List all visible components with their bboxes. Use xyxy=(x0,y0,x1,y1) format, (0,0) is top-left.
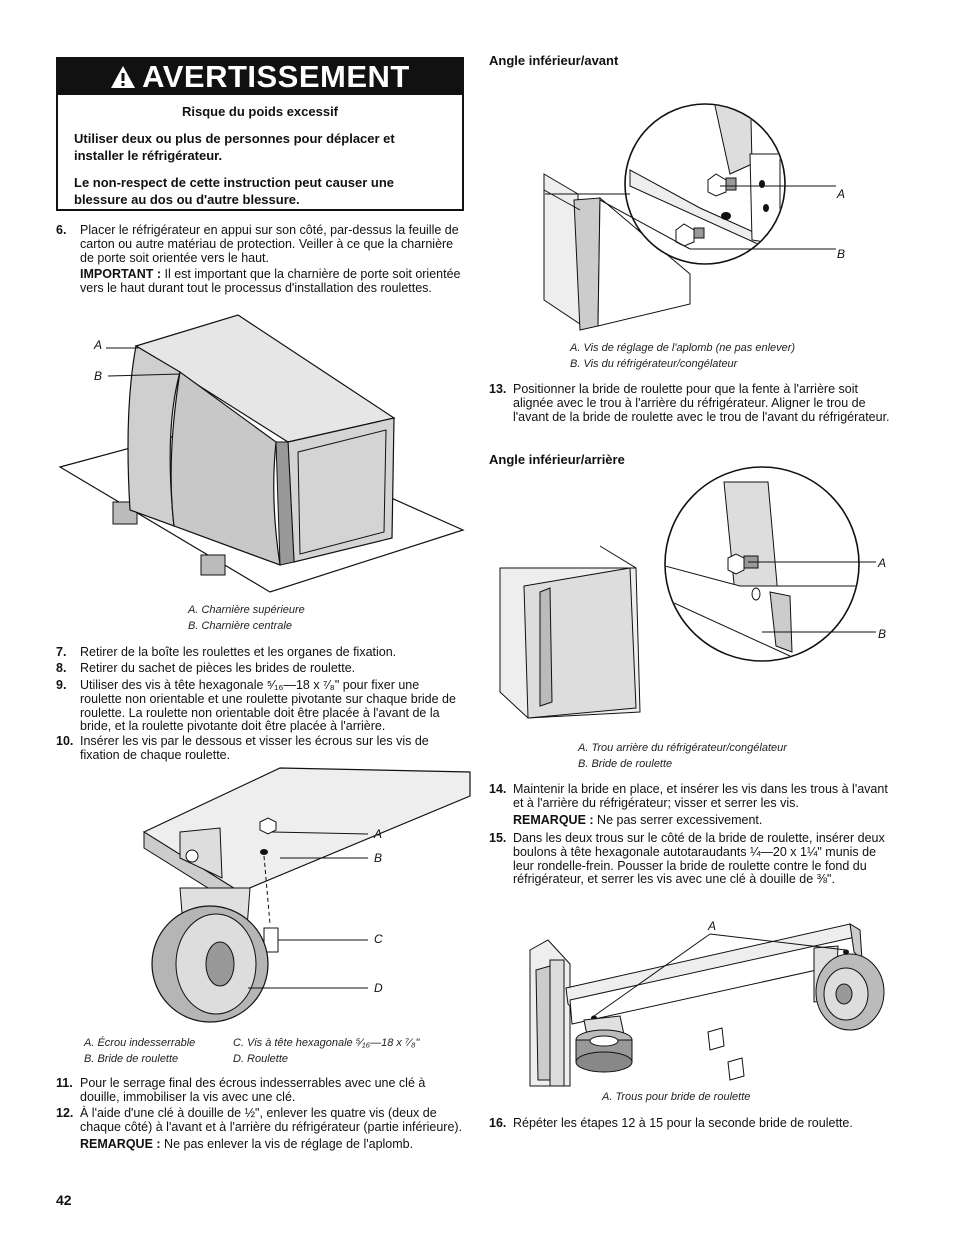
figure-front-corner xyxy=(540,74,840,336)
page-number: 42 xyxy=(56,1192,72,1208)
figure-2-caption-left: A. Écrou indesserrable B. Bride de roule… xyxy=(84,1035,195,1067)
warning-risk: Risque du poids excessif xyxy=(181,104,339,119)
step-12: 12. À l'aide d'une clé à douille de ½", … xyxy=(56,1106,464,1152)
step-text: Dans les deux trous sur le côté de la br… xyxy=(513,831,885,887)
step-text: Maintenir la bride en place, et insérer … xyxy=(513,782,888,810)
note-label: REMARQUE : xyxy=(513,812,594,827)
step-number: 12. xyxy=(56,1106,74,1120)
step-text: Retirer de la boîte les roulettes et les… xyxy=(80,645,397,659)
figure-2-label-c: C xyxy=(374,932,383,946)
figure-3-label-b: B xyxy=(837,247,846,261)
figure-installed-bracket xyxy=(510,920,890,1086)
caption-b: B. Bride de roulette xyxy=(578,758,673,770)
step-text: Répéter les étapes 12 à 15 pour la secon… xyxy=(513,1116,853,1130)
figure-2-caption-right: C. Vis à tête hexagonale ⁵⁄₁₆—18 x ⁷⁄₈" … xyxy=(233,1035,419,1067)
figure-4-caption: A. Trou arrière du réfrigérateur/congéla… xyxy=(578,740,787,772)
screw-size: ⁵⁄₁₆—18 x ⁷⁄₈ xyxy=(266,678,335,692)
step-number: 7. xyxy=(56,645,67,659)
step-16: 16. Répéter les étapes 12 à 15 pour la s… xyxy=(489,1116,899,1131)
figure-caster-assembly xyxy=(140,768,470,1030)
figure-4-label-b: B xyxy=(878,627,887,641)
caption-a: A. Vis de réglage de l'aplomb (ne pas en… xyxy=(570,342,796,354)
figure-1-label-a: A xyxy=(94,338,103,352)
warning-line-1: Utiliser deux ou plus de personnes pour … xyxy=(74,131,395,163)
step-text-a: Utiliser des vis à tête hexagonale xyxy=(80,678,267,692)
step-number: 13. xyxy=(489,382,507,396)
caption-b: B. Vis du réfrigérateur/congélateur xyxy=(570,358,738,370)
warning-line-2: Le non-respect de cette instruction peut… xyxy=(74,175,395,207)
caption-b: B. Charnière centrale xyxy=(188,620,292,632)
figure-5-caption: A. Trous pour bride de roulette xyxy=(602,1089,750,1105)
step-number: 10. xyxy=(56,734,74,748)
step-note: REMARQUE : Ne pas serrer excessivement. xyxy=(513,812,899,828)
step-7: 7. Retirer de la boîte les roulettes et … xyxy=(56,645,464,660)
step-number: 16. xyxy=(489,1116,507,1130)
warning-header: AVERTISSEMENT xyxy=(58,59,462,95)
caption-a: A. Écrou indesserrable xyxy=(84,1037,196,1049)
note-label: IMPORTANT : xyxy=(80,267,162,282)
step-9: 9. Utiliser des vis à tête hexagonale ⁵⁄… xyxy=(56,678,464,734)
warning-triangle-icon xyxy=(111,66,136,88)
caption-c: C. Vis à tête hexagonale ⁵⁄₁₆—18 x ⁷⁄₈" xyxy=(233,1037,420,1049)
step-text: Retirer du sachet de pièces les brides d… xyxy=(80,661,356,675)
heading-front-corner: Angle inférieur/avant xyxy=(489,53,619,68)
caption-d: D. Roulette xyxy=(233,1053,289,1065)
note-label: REMARQUE : xyxy=(80,1136,161,1151)
caption-a: A. Trous pour bride de roulette xyxy=(602,1091,751,1103)
step-14: 14. Maintenir la bride en place, et insé… xyxy=(489,782,899,828)
caption-b: B. Bride de roulette xyxy=(84,1053,179,1065)
step-number: 8. xyxy=(56,661,67,675)
step-text: Placer le réfrigérateur en appui sur son… xyxy=(80,223,459,265)
note-text: Ne pas serrer excessivement. xyxy=(593,812,763,827)
warning-box: AVERTISSEMENT Risque du poids excessif U… xyxy=(56,57,464,211)
figure-1-caption: A. Charnière supérieure B. Charnière cen… xyxy=(188,602,305,634)
step-10: 10. Insérer les vis par le dessous et vi… xyxy=(56,734,464,763)
warning-title: AVERTISSEMENT xyxy=(142,59,410,94)
step-text-b: " pour fixer une roulette non orientable… xyxy=(80,678,456,734)
step-number: 15. xyxy=(489,831,507,845)
figure-2-label-a: A xyxy=(374,827,383,841)
step-text: Utiliser des vis à tête hexagonale ⁵⁄₁₆—… xyxy=(80,678,464,734)
step-8: 8. Retirer du sachet de pièces les bride… xyxy=(56,661,464,676)
note-text: Ne pas enlever la vis de réglage de l'ap… xyxy=(160,1136,414,1151)
note-text: Il est important que la charnière de por… xyxy=(80,267,461,296)
caption-a: A. Trou arrière du réfrigérateur/congéla… xyxy=(578,742,787,754)
step-text: Pour le serrage final des écrous indesse… xyxy=(80,1076,426,1104)
step-number: 6. xyxy=(56,223,67,237)
figure-5-label-a: A xyxy=(708,919,717,933)
step-number: 11. xyxy=(56,1076,73,1090)
step-note: REMARQUE : Ne pas enlever la vis de régl… xyxy=(80,1136,464,1152)
figure-3-caption: A. Vis de réglage de l'aplomb (ne pas en… xyxy=(570,340,795,372)
figure-3-label-a: A xyxy=(837,187,846,201)
step-text: Insérer les vis par le dessous et visser… xyxy=(80,734,429,762)
step-6: 6. Placer le réfrigérateur en appui sur … xyxy=(56,223,464,296)
heading-rear-corner: Angle inférieur/arrière xyxy=(489,452,625,467)
step-number: 9. xyxy=(56,678,67,692)
caption-a: A. Charnière supérieure xyxy=(188,604,305,616)
figure-4-label-a: A xyxy=(878,556,887,570)
figure-fridge-on-side xyxy=(56,310,466,600)
step-number: 14. xyxy=(489,782,507,796)
figure-1-label-b: B xyxy=(94,369,103,383)
step-note: IMPORTANT : Il est important que la char… xyxy=(80,267,464,296)
figure-2-label-d: D xyxy=(374,981,383,995)
step-text: Positionner la bride de roulette pour qu… xyxy=(513,382,890,424)
step-text: À l'aide d'une clé à douille de ½", enle… xyxy=(80,1106,463,1134)
figure-rear-corner xyxy=(500,482,862,722)
step-13: 13. Positionner la bride de roulette pou… xyxy=(489,382,899,424)
step-11: 11. Pour le serrage final des écrous ind… xyxy=(56,1076,464,1105)
step-15: 15. Dans les deux trous sur le côté de l… xyxy=(489,831,899,887)
figure-2-label-b: B xyxy=(374,851,383,865)
